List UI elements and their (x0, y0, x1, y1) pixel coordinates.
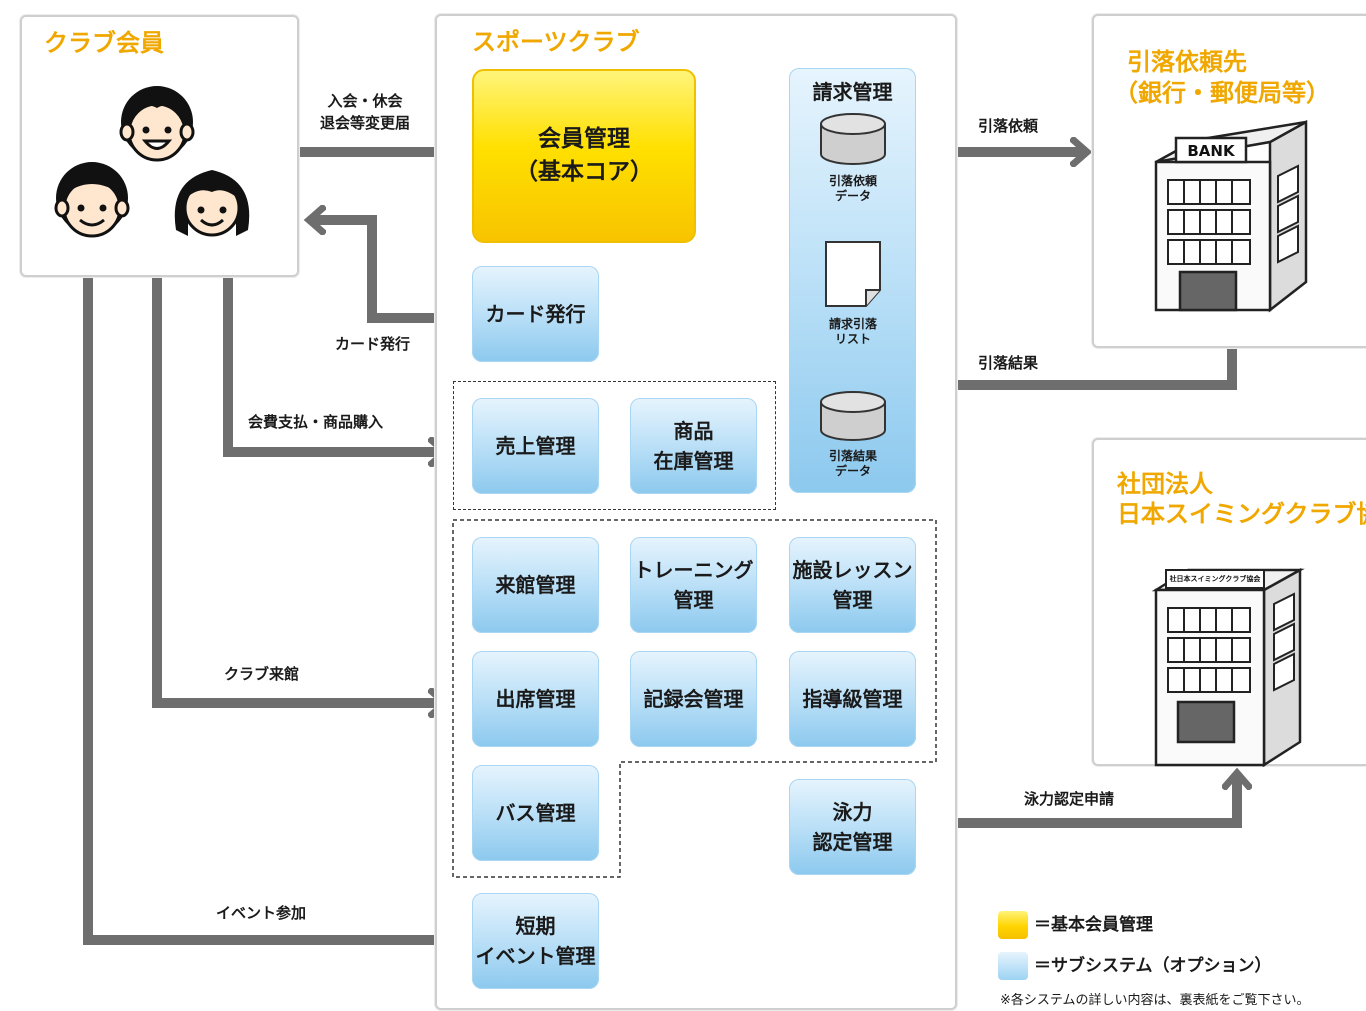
attendance-module: 出席管理 (472, 651, 599, 747)
member-face-icon-1 (119, 86, 195, 162)
arrow-card (310, 220, 471, 323)
coach-grade-module: 指導級管理 (789, 651, 916, 747)
lesson-module: 施設レッスン管理 (789, 537, 916, 633)
member-face-icon-2 (54, 162, 130, 238)
training-module: トレーニング管理 (630, 537, 757, 633)
label-debit-request: 引落依頼 (978, 117, 1039, 135)
core-line2: （基本コア） (515, 159, 653, 185)
association-sign: 社日本スイミングクラブ協会 (1169, 575, 1261, 583)
card-issue-module: カード発行 (472, 266, 599, 362)
legend-sub-label: ＝サブシステム（オプション） (1034, 956, 1272, 976)
billing-db1-label: 引落依頼 データ (828, 174, 877, 203)
core-line1: 会員管理 (538, 126, 630, 152)
bank-building-icon (1154, 119, 1308, 313)
bus-module: バス管理 (472, 765, 599, 861)
footnote: ※各システムの詳しい内容は、裏表紙をご覧下さい。 (1000, 993, 1310, 1008)
label-swim-cert: 泳力認定申請 (1024, 790, 1115, 808)
visit-module: 来館管理 (472, 537, 599, 633)
bank-title-line1: 引落依頼先 (1127, 48, 1247, 76)
member-face-icon-3 (174, 170, 250, 237)
club-title: スポーツクラブ (472, 28, 640, 56)
bank-sign: BANK (1187, 142, 1235, 160)
association-title-line1: 社団法人 (1117, 470, 1213, 498)
legend-sub-swatch (998, 952, 1028, 980)
inventory-module: 商品在庫管理 (630, 398, 757, 494)
database-icon-request (820, 113, 886, 165)
billing-doc-label: 請求引落 リスト (828, 317, 877, 346)
label-payment: 会費支払・商品購入 (248, 413, 384, 431)
label-debit-result: 引落結果 (978, 354, 1039, 372)
association-building-icon (1151, 567, 1305, 768)
members-title: クラブ会員 (44, 29, 164, 57)
bank-title-line2: （銀行・郵便局等） (1114, 79, 1330, 107)
arrow-payment (223, 278, 444, 452)
legend-core-swatch (998, 911, 1028, 939)
billing-db2-label: 引落結果 データ (828, 449, 877, 478)
billing-title: 請求管理 (812, 80, 893, 104)
document-icon (825, 241, 881, 307)
label-card: カード発行 (335, 335, 411, 353)
record-meet-module: 記録会管理 (630, 651, 757, 747)
label-visit: クラブ来館 (224, 665, 300, 683)
arrow-event (83, 278, 462, 940)
event-module: 短期イベント管理 (472, 893, 599, 989)
label-event: イベント参加 (216, 904, 307, 922)
sales-module: 売上管理 (472, 398, 599, 494)
association-title-line2: 日本スイミングクラブ協会 (1117, 500, 1366, 528)
label-join-line2: 退会等変更届 (319, 114, 410, 132)
sales-group (453, 381, 776, 510)
arrow-swim-cert (917, 774, 1237, 828)
label-join-line1: 入会・休会 (327, 92, 403, 110)
legend-core-label: ＝基本会員管理 (1034, 915, 1153, 935)
arrow-debit-result (926, 345, 1237, 385)
arrow-visit (152, 278, 444, 703)
database-icon-result (820, 391, 886, 441)
swim-cert-module: 泳力認定管理 (789, 779, 916, 875)
core-member-management: 会員管理 （基本コア） (472, 69, 696, 243)
